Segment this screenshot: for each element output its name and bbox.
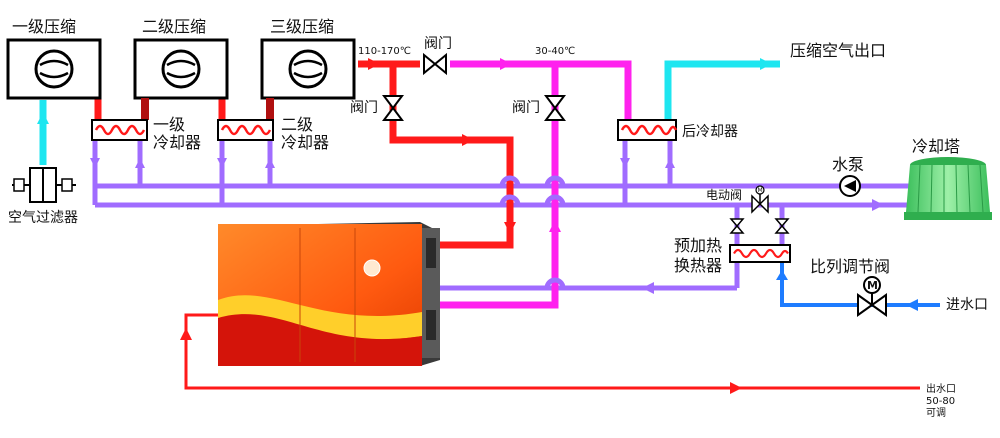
water-pump: 水泵 — [832, 155, 864, 197]
hot-water-outlet-pipe — [184, 313, 920, 390]
cooling-tower: 冷却塔 — [904, 137, 992, 220]
water-out-label-b: 50-80 — [926, 396, 955, 407]
preheat-exchanger: 预加热 换热器 — [674, 236, 791, 275]
cooler1-label-a: 一级 — [153, 115, 185, 134]
proportional-valve: M 比列调节阀 — [810, 257, 890, 317]
stage1-label: 一级压缩 — [12, 17, 76, 36]
valve-mid-label: 阀门 — [512, 100, 540, 116]
temp-warm: 30-40℃ — [535, 46, 575, 57]
temp-hot: 110-170℃ — [358, 46, 411, 57]
proportional-valve-mark: M — [867, 279, 878, 292]
temp-hot-label: 110-170℃ — [358, 46, 411, 57]
valve-top: 阀门 — [423, 36, 452, 76]
valve-mid: 阀门 — [512, 95, 566, 121]
stage3-label: 三级压缩 — [270, 17, 334, 36]
water-in-label: 进水口 — [946, 297, 988, 313]
electric-valve: M 电动阀 — [706, 185, 769, 214]
air-filter-label: 空气过滤器 — [8, 210, 78, 226]
after-cooler-label: 后冷却器 — [682, 124, 738, 140]
stage2-compressor: 二级压缩 — [133, 17, 229, 100]
valve-left-label: 阀门 — [350, 100, 378, 116]
water-out-label-c: 可调 — [926, 407, 946, 419]
stage3-compressor: 三级压缩 — [260, 17, 356, 100]
cooler2-label-b: 冷却器 — [281, 133, 329, 152]
proportional-valve-label: 比列调节阀 — [810, 257, 890, 276]
compressor-outlet-stubs — [141, 98, 274, 120]
pump-label: 水泵 — [832, 155, 864, 174]
valve-left: 阀门 — [350, 95, 404, 121]
air-filter: 空气过滤器 — [8, 167, 78, 226]
cooler2: 二级 冷却器 — [217, 115, 329, 152]
valve-top-label: 阀门 — [424, 36, 452, 52]
flow-arrows — [37, 58, 918, 394]
temp-warm-label: 30-40℃ — [535, 46, 575, 57]
cooling-tower-label: 冷却塔 — [912, 137, 960, 156]
preheat-label-a: 预加热 — [674, 236, 722, 255]
water-out-label-a: 出水口 — [926, 382, 956, 395]
preheat-label-b: 换热器 — [674, 256, 722, 275]
cooling-water-pipes — [92, 140, 910, 291]
after-cooler: 后冷却器 — [617, 119, 738, 141]
electric-valve-mark: M — [758, 187, 763, 194]
electric-valve-label: 电动阀 — [706, 188, 742, 202]
cooler2-label-a: 二级 — [281, 115, 313, 134]
stage1-compressor: 一级压缩 — [6, 17, 102, 100]
cooler1-label-b: 冷却器 — [153, 133, 201, 152]
air-pipes — [39, 60, 780, 165]
cooler1: 一级 冷却器 — [91, 115, 201, 152]
compressor-machine — [218, 222, 440, 366]
stage2-label: 二级压缩 — [142, 17, 206, 36]
preheat-inlet-valves — [729, 218, 790, 234]
pipe-crossovers — [499, 175, 566, 289]
air-outlet-label: 压缩空气出口 — [790, 41, 886, 60]
